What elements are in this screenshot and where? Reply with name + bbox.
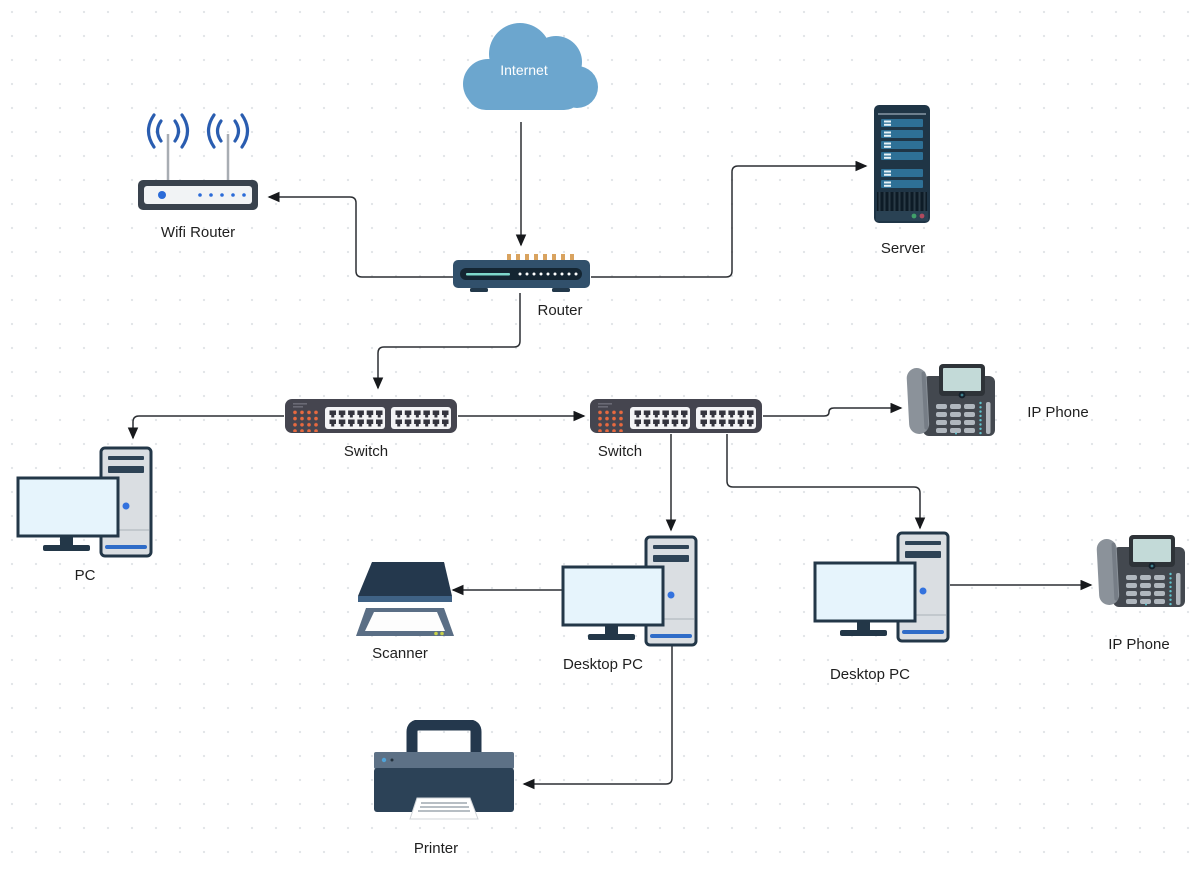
node-label-pc: PC xyxy=(74,567,96,584)
node-label-switch1: Switch xyxy=(343,443,389,460)
node-label-desktop-pc2: Desktop PC xyxy=(829,666,911,683)
ip-phone-icon xyxy=(1096,535,1185,607)
scanner-icon xyxy=(356,562,454,636)
node-ip-phone2[interactable] xyxy=(1093,533,1185,611)
server-icon xyxy=(874,105,930,223)
desktop-computer-icon xyxy=(16,446,153,558)
connector-switch2-ip-phone1 xyxy=(763,402,903,417)
connector-switch1-pc xyxy=(127,415,284,440)
ip-phone-icon xyxy=(906,364,995,436)
internet-cloud-icon xyxy=(463,23,598,110)
node-pc[interactable] xyxy=(15,446,155,566)
node-ip-phone1[interactable] xyxy=(903,362,995,440)
desktop-computer-icon xyxy=(561,535,698,647)
node-desktop-pc2[interactable] xyxy=(812,531,952,651)
node-label-internet: Internet xyxy=(500,62,548,78)
node-label-printer: Printer xyxy=(413,840,459,857)
connector-switch2-desktop-pc2 xyxy=(726,434,926,530)
desktop-computer-icon xyxy=(813,531,950,643)
node-router[interactable] xyxy=(452,252,592,294)
node-label-router: Router xyxy=(537,302,583,319)
switch-icon xyxy=(590,399,762,433)
connector-router-server xyxy=(591,160,868,278)
node-desktop-pc1[interactable] xyxy=(560,535,700,655)
switch-icon xyxy=(285,399,457,433)
connector-router-wifi-router xyxy=(267,191,455,278)
node-label-ip-phone1: IP Phone xyxy=(1027,404,1089,421)
node-printer[interactable] xyxy=(372,720,517,825)
node-label-ip-phone2: IP Phone xyxy=(1108,636,1170,653)
connector-desktop-pc1-printer xyxy=(522,646,673,790)
printer-icon xyxy=(374,720,514,820)
node-switch2[interactable] xyxy=(590,397,762,435)
wifi-router-icon xyxy=(138,113,258,210)
node-label-switch2: Switch xyxy=(597,443,643,460)
node-internet[interactable]: Internet xyxy=(450,14,598,124)
node-label-wifi-router: Wifi Router xyxy=(160,224,236,241)
node-scanner[interactable] xyxy=(352,560,457,645)
node-wifi-router[interactable] xyxy=(130,112,266,212)
node-server[interactable] xyxy=(872,103,932,225)
node-label-scanner: Scanner xyxy=(372,645,428,662)
connector-router-switch1 xyxy=(372,293,521,390)
node-switch1[interactable] xyxy=(285,397,457,435)
node-label-server: Server xyxy=(880,240,926,257)
node-label-desktop-pc1: Desktop PC xyxy=(562,656,644,673)
router-icon xyxy=(453,254,590,292)
